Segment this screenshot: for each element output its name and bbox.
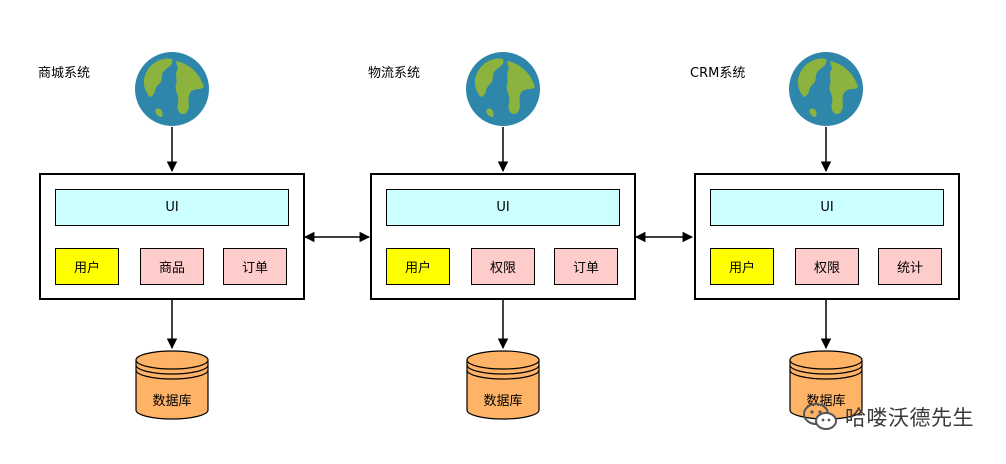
system-name-2: 物流系统 [368,66,421,81]
ui-layer-bar: UI [710,189,944,226]
system-name-1: 商城系统 [38,66,91,81]
module-product: 商品 [140,248,204,285]
ui-layer-bar: UI [55,189,289,226]
globe-icon [135,52,209,126]
watermark: 哈喽沃德先生 [803,402,974,432]
system-name-3: CRM系统 [690,66,746,81]
database-label-2: 数据库 [483,394,523,409]
watermark-text: 哈喽沃德先生 [845,406,974,430]
module-statistics: 统计 [878,248,942,285]
module-permission: 权限 [795,248,859,285]
module-order: 订单 [223,248,287,285]
database-label-1: 数据库 [152,394,192,409]
ui-layer-bar: UI [386,189,620,226]
module-order: 订单 [554,248,618,285]
module-user: 用户 [710,248,774,285]
globe-icon [466,52,540,126]
wechat-icon [803,403,837,430]
module-user: 用户 [55,248,119,285]
system-panel-2: UI 用户 权限 订单 [370,173,636,300]
database-icon-1 [135,350,209,420]
system-panel-1: UI 用户 商品 订单 [39,173,305,300]
database-icon-2 [466,350,540,420]
system-panel-3: UI 用户 权限 统计 [694,173,960,300]
database-label-3: 数据库 [806,394,846,409]
globe-icon [789,52,863,126]
module-user: 用户 [386,248,450,285]
database-icon-3 [789,350,863,420]
module-permission: 权限 [471,248,535,285]
